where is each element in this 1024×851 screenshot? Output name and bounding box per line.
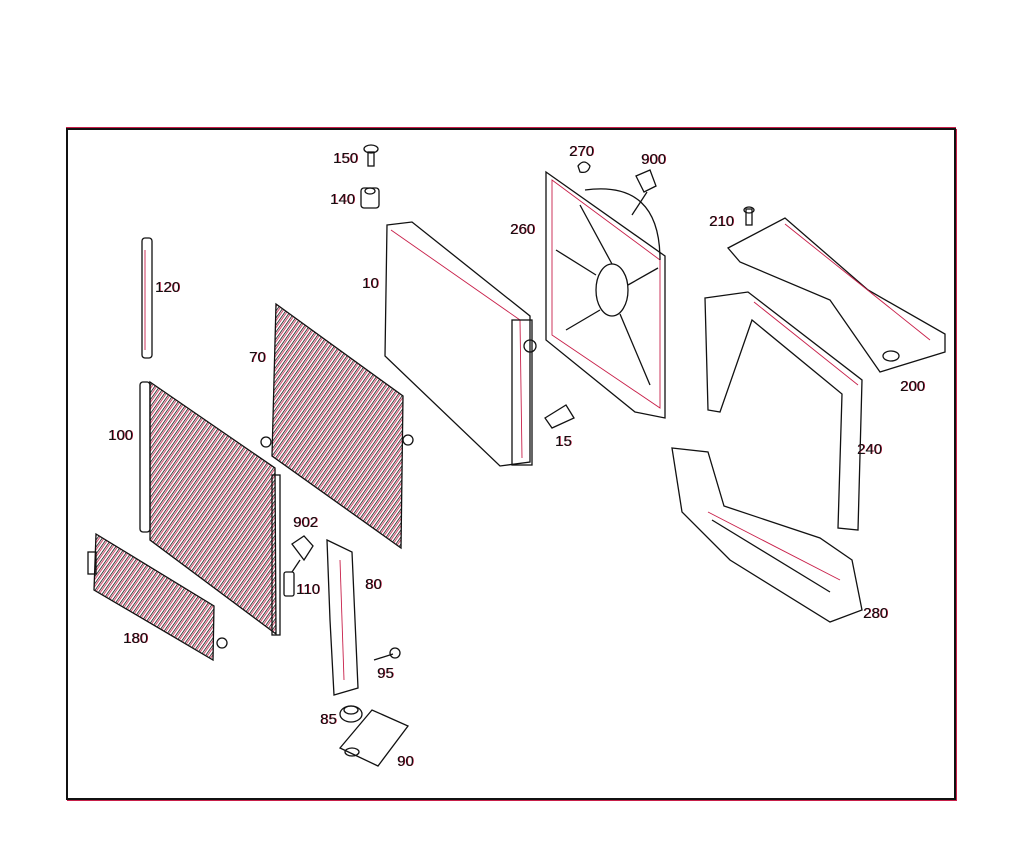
callout-100[interactable]: 100	[108, 427, 134, 444]
rubber-mount-shape[interactable]	[339, 705, 363, 723]
front-end-carrier-shape[interactable]	[704, 291, 863, 531]
callout-180[interactable]: 180	[123, 630, 149, 647]
grommet-shape[interactable]	[360, 187, 380, 209]
callout-110[interactable]: 110	[296, 581, 320, 598]
callout-85[interactable]: 85	[320, 711, 337, 728]
callout-140[interactable]: 140	[330, 191, 356, 208]
callout-200[interactable]: 200	[900, 378, 926, 395]
diagram-frame	[66, 128, 956, 800]
callout-90[interactable]: 90	[397, 753, 414, 770]
condenser-shape[interactable]	[139, 380, 281, 636]
bolt-shape[interactable]	[373, 647, 401, 661]
pressure-switch-shape[interactable]	[283, 571, 295, 597]
callout-120[interactable]: 120	[155, 279, 181, 296]
callout-150[interactable]: 150	[333, 150, 359, 167]
callout-70[interactable]: 70	[249, 349, 266, 366]
radiator-shape[interactable]	[384, 221, 537, 467]
lower-bracket-shape[interactable]	[338, 709, 410, 767]
fan-clip-shape[interactable]	[577, 161, 591, 174]
callout-260[interactable]: 260	[510, 221, 536, 238]
radiator-sensor-shape[interactable]	[544, 404, 575, 429]
control-unit-label-shape[interactable]	[291, 535, 314, 573]
expanding-rivet-shape[interactable]	[743, 206, 755, 226]
auxiliary-radiator-shape[interactable]	[260, 302, 414, 550]
transmission-oil-cooler-shape[interactable]	[87, 532, 228, 662]
fan-control-unit-shape[interactable]	[631, 169, 657, 216]
callout-10[interactable]: 10	[362, 275, 379, 292]
callout-280[interactable]: 280	[863, 605, 889, 622]
callout-900[interactable]: 900	[641, 151, 667, 168]
fan-shroud-shape[interactable]	[545, 170, 666, 419]
callout-210[interactable]: 210	[709, 213, 735, 230]
callout-270[interactable]: 270	[569, 143, 595, 160]
callout-95[interactable]: 95	[377, 665, 394, 682]
callout-15[interactable]: 15	[555, 433, 572, 450]
air-guide-lower-shape[interactable]	[671, 447, 863, 623]
callout-80[interactable]: 80	[365, 576, 382, 593]
callout-902[interactable]: 902	[293, 514, 319, 531]
side-bracket-shape[interactable]	[326, 538, 359, 696]
dryer-cartridge-shape[interactable]	[141, 237, 153, 359]
clip-shape[interactable]	[363, 144, 379, 167]
callout-240[interactable]: 240	[857, 441, 883, 458]
upper-crossmember-shape[interactable]	[726, 217, 946, 373]
